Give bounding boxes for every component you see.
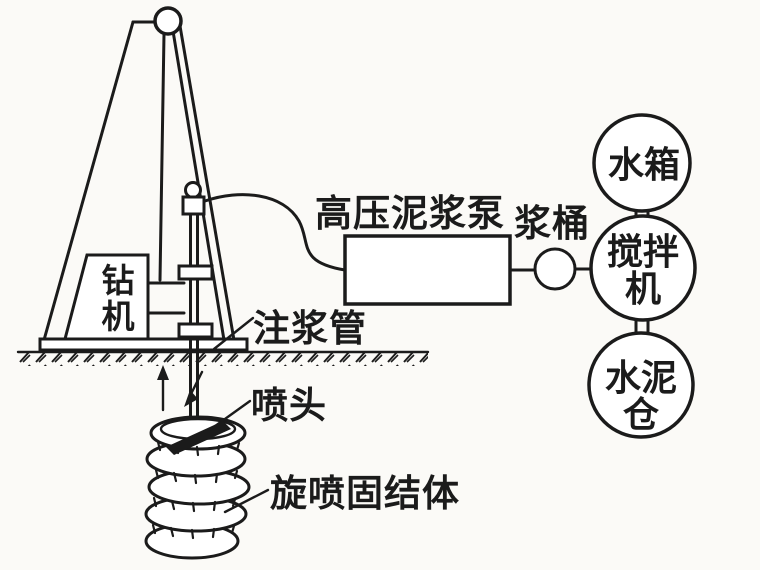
cement-silo-label-line2: 仓 bbox=[623, 395, 659, 436]
pipe-clamp-lower bbox=[177, 322, 214, 339]
ground-hatch bbox=[18, 353, 428, 366]
grout-pipe-leader bbox=[212, 316, 255, 351]
nozzle-label: 喷头 bbox=[251, 384, 327, 427]
drill-rig-body: 钻 机 bbox=[63, 253, 186, 341]
pump-unit: 高压泥浆泵 bbox=[315, 192, 512, 306]
jet-column-label: 旋喷固结体 bbox=[270, 472, 460, 515]
mixer-label-line1: 搅拌 bbox=[607, 232, 679, 273]
jet-grouted-column bbox=[144, 415, 251, 560]
rig-housing bbox=[63, 253, 150, 341]
supply-chain: 水箱 搅拌 机 水泥 仓 bbox=[587, 113, 697, 439]
tower-left-leg bbox=[42, 20, 135, 342]
lift-arrow-icon bbox=[157, 365, 169, 380]
rotate-arrow-icon bbox=[184, 390, 198, 407]
swivel-block bbox=[181, 195, 206, 216]
pump-label: 高压泥浆泵 bbox=[315, 192, 505, 235]
drill-rig-label-char1: 钻 bbox=[102, 261, 135, 300]
rotate-arrow-shaft bbox=[188, 370, 204, 398]
motion-arrows bbox=[157, 365, 204, 412]
nozzle-icon bbox=[166, 421, 231, 455]
slurry-bucket-label: 浆桶 bbox=[514, 202, 590, 245]
mixer-circle bbox=[589, 214, 697, 322]
cement-silo-label-line1: 水泥 bbox=[605, 358, 677, 399]
tower-mast-outer bbox=[178, 24, 236, 342]
pipe-clamp-upper bbox=[177, 264, 214, 281]
grout-pipe-label: 注浆管 bbox=[253, 307, 367, 350]
pump-box bbox=[343, 234, 512, 306]
tower-center-line bbox=[158, 32, 166, 282]
drill-rig-label-char2: 机 bbox=[102, 297, 135, 336]
callouts: 注浆管 喷头 旋喷固结体 bbox=[209, 307, 460, 515]
drill-tower bbox=[42, 6, 236, 342]
water-tank-circle bbox=[592, 113, 692, 213]
high-pressure-hose bbox=[203, 193, 347, 272]
ground bbox=[16, 337, 430, 366]
mixer-label-line2: 机 bbox=[625, 269, 661, 310]
slurry-bucket-circle bbox=[533, 247, 577, 291]
drill-pipe-assembly bbox=[177, 181, 214, 450]
pulley-icon bbox=[153, 6, 183, 36]
cement-silo-circle bbox=[587, 331, 695, 439]
swivel-cap-icon bbox=[184, 181, 202, 199]
jet-column-leader bbox=[223, 488, 270, 514]
water-tank-label: 水箱 bbox=[608, 145, 680, 186]
nozzle-leader bbox=[209, 399, 252, 431]
slurry-bucket-unit: 浆桶 bbox=[508, 202, 594, 291]
